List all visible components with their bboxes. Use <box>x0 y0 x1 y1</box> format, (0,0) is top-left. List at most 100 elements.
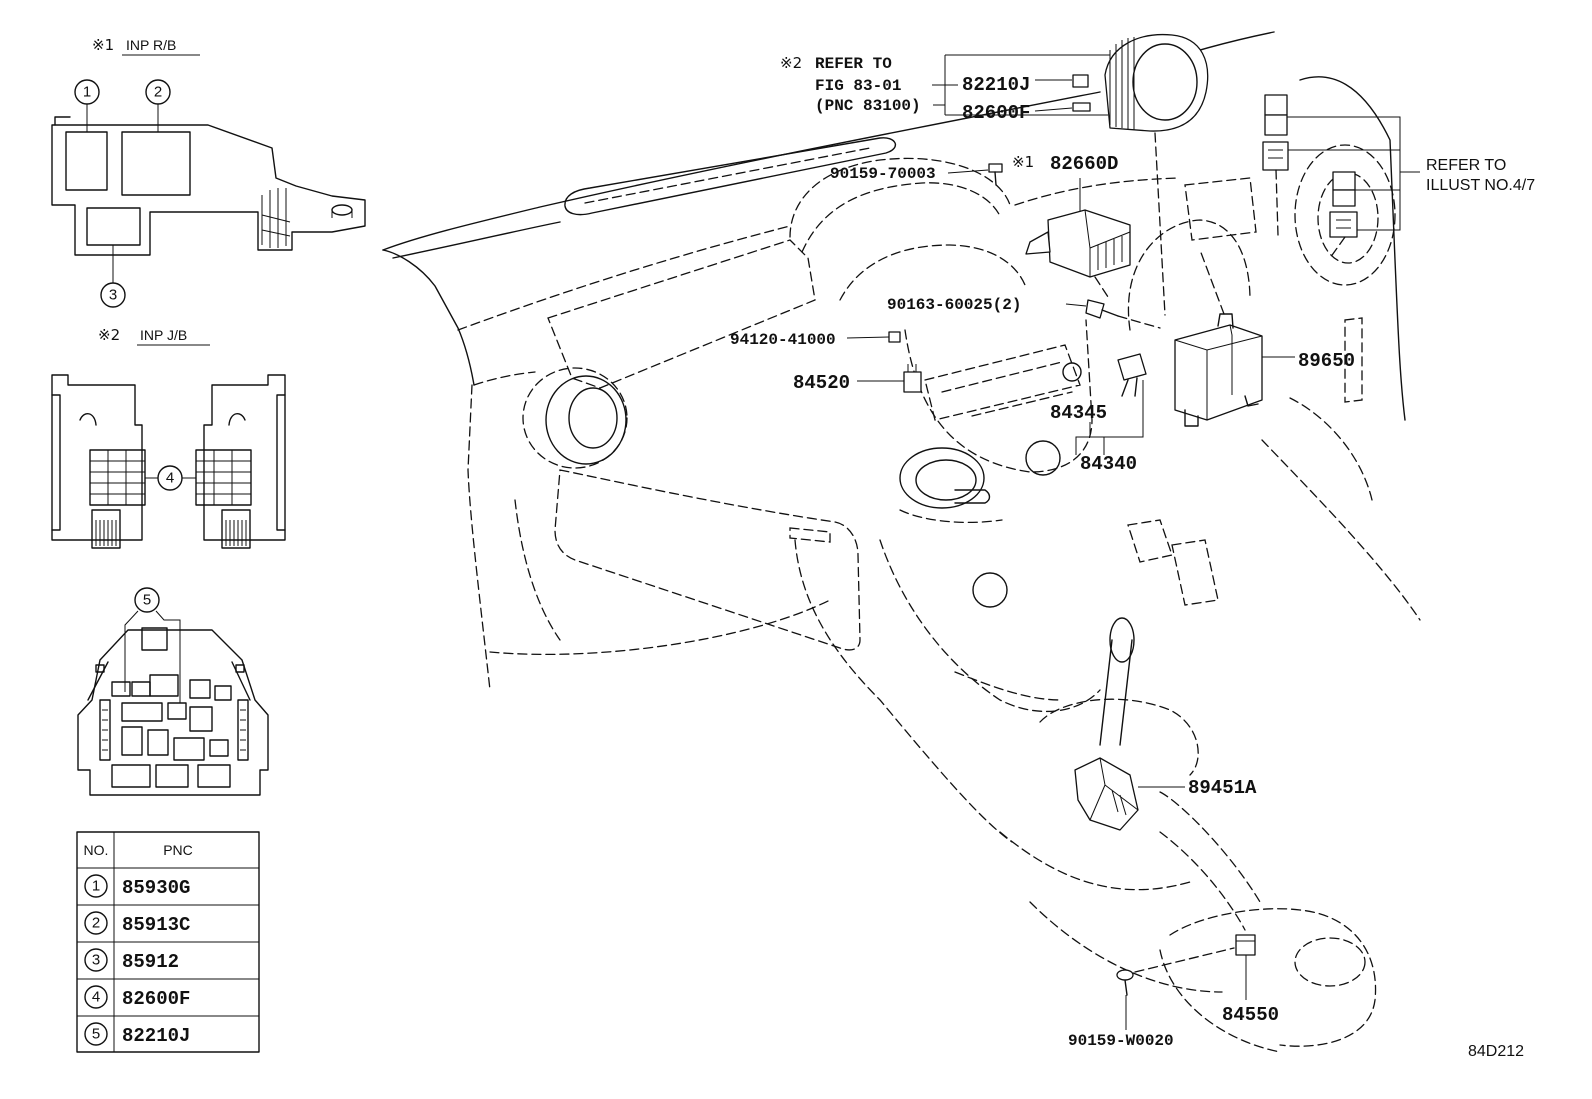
svg-text:4: 4 <box>166 470 174 487</box>
row-number: 4 <box>92 989 100 1006</box>
screw-90159-W0020 <box>1116 969 1134 996</box>
illust-reference-line2: ILLUST NO.4/7 <box>1426 177 1535 194</box>
callout-3: 3 <box>100 245 126 308</box>
pnc-table: NO. PNC 1 85930G 2 85913C 3 85912 4 8260… <box>76 831 260 1053</box>
row-number: 2 <box>92 915 100 932</box>
part-label-84340: 84340 <box>1080 453 1137 475</box>
cluster-opening <box>1014 177 1257 331</box>
row-number-circle <box>84 1022 108 1046</box>
rear-cup-holder <box>1294 937 1366 987</box>
gear-shifter <box>1039 617 1261 931</box>
pedals <box>1127 519 1219 606</box>
pedal-right <box>1171 539 1219 606</box>
part-label-82600F: 82600F <box>962 102 1030 124</box>
dash-left-face <box>473 371 536 386</box>
part-label-82210J: 82210J <box>962 74 1030 96</box>
dash-left-end <box>382 249 475 386</box>
glove-box <box>514 469 861 651</box>
row-number: 1 <box>92 878 100 895</box>
row-pnc: 82210J <box>122 1025 190 1047</box>
illust-reference-line1: REFER TO <box>1426 157 1506 174</box>
nut-94120-41000 <box>888 331 901 343</box>
reference-note-marker: ※2 <box>780 54 802 72</box>
relay-block-82660D <box>1025 209 1131 301</box>
pnc-table-header-pnc: PNC <box>163 842 193 858</box>
audio-panel <box>924 344 1081 421</box>
connector-left <box>51 374 146 549</box>
row-number-circle <box>84 948 108 972</box>
reference-note: ※2 REFER TO FIG 83-01 (PNC 83100) <box>780 54 921 115</box>
relay-block-side-ribs <box>261 188 291 248</box>
part-label-90159-70003: 90159-70003 <box>830 165 936 183</box>
table-row: 5 82210J <box>84 1022 190 1047</box>
dash-right-lower <box>1261 439 1421 621</box>
passenger-airbag-door <box>547 239 816 389</box>
table-row: 4 82600F <box>84 985 190 1010</box>
connector-84345 <box>1117 353 1147 397</box>
dash-top-inner <box>392 221 561 259</box>
pedal-left <box>1127 519 1173 563</box>
part-label-89650: 89650 <box>1298 350 1355 372</box>
illust-reference: REFER TO ILLUST NO.4/7 <box>1426 157 1535 194</box>
cup-holder <box>972 572 1008 608</box>
shift-lever <box>1099 639 1133 746</box>
left-air-vent <box>522 367 628 469</box>
bulb-socket-82210J <box>1072 74 1089 88</box>
ecu-89650 <box>1174 249 1263 427</box>
part-label-90163-60025: 90163-60025(2) <box>887 296 1021 314</box>
row-pnc: 85930G <box>122 877 190 899</box>
part-label-94120-41000: 94120-41000 <box>730 331 836 349</box>
pnc-table-header-no: NO. <box>84 842 109 858</box>
callout-5: 5 <box>124 587 181 703</box>
defroster-slot <box>564 137 897 216</box>
steering-column-area <box>1294 144 1396 286</box>
leader-lines <box>846 54 1420 1030</box>
relay-slot-2 <box>121 131 191 196</box>
part-label-84345: 84345 <box>1050 402 1107 424</box>
reference-note-line1: REFER TO <box>815 55 892 73</box>
svg-text:1: 1 <box>83 84 91 101</box>
dash-front-upper <box>457 225 791 331</box>
callout-2: 2 <box>145 79 171 132</box>
dashboard-outline <box>382 31 1421 1053</box>
climate-knob <box>1025 440 1061 476</box>
glove-box-handle <box>789 527 831 543</box>
shift-boot <box>1039 698 1199 776</box>
inset-junction-block-title: INP J/B <box>140 327 187 343</box>
part-label-89451A: 89451A <box>1188 777 1257 799</box>
svg-text:2: 2 <box>154 84 162 101</box>
relay-block-housing <box>51 124 366 256</box>
pnc-table-grid <box>77 832 259 1052</box>
diagram-code: 84D212 <box>1468 1043 1524 1060</box>
part-label-84520: 84520 <box>793 372 850 394</box>
bolt-90163-60025 <box>1085 299 1161 329</box>
table-row: 2 85913C <box>84 911 190 936</box>
dash-bottom-edge <box>489 599 831 656</box>
part-label-84550: 84550 <box>1222 1004 1279 1026</box>
center-stack <box>904 319 1093 476</box>
bulb-82600F <box>1072 102 1091 112</box>
reference-note-line2: FIG 83-01 <box>815 77 901 95</box>
row-pnc: 85912 <box>122 951 179 973</box>
inset-junction-block: ※2 INP J/B 4 <box>51 326 286 796</box>
callout-1: 1 <box>74 79 100 132</box>
inset-relay-block-title: INP R/B <box>126 37 176 53</box>
row-number-circle <box>84 911 108 935</box>
part-label-82660D-marker: ※1 <box>1012 153 1034 171</box>
relay-block-top-tab <box>54 116 71 126</box>
inset-junction-block-marker: ※2 <box>98 326 120 344</box>
relays-illust-4-7 <box>1262 94 1358 259</box>
part-label-82660D: 82660D <box>1050 153 1118 175</box>
row-pnc: 85913C <box>122 914 190 936</box>
dash-right-edge <box>1299 76 1406 421</box>
dash-right-lower-2 <box>1289 397 1373 501</box>
row-number-circle <box>84 985 108 1009</box>
callout-4: 4 <box>145 465 196 491</box>
svg-text:3: 3 <box>109 287 117 304</box>
switch-84550 <box>1134 934 1256 973</box>
screw-90159-70003 <box>988 163 1003 186</box>
center-air-vent <box>899 447 991 509</box>
row-pnc: 82600F <box>122 988 190 1010</box>
relay-slot-1 <box>65 131 108 191</box>
